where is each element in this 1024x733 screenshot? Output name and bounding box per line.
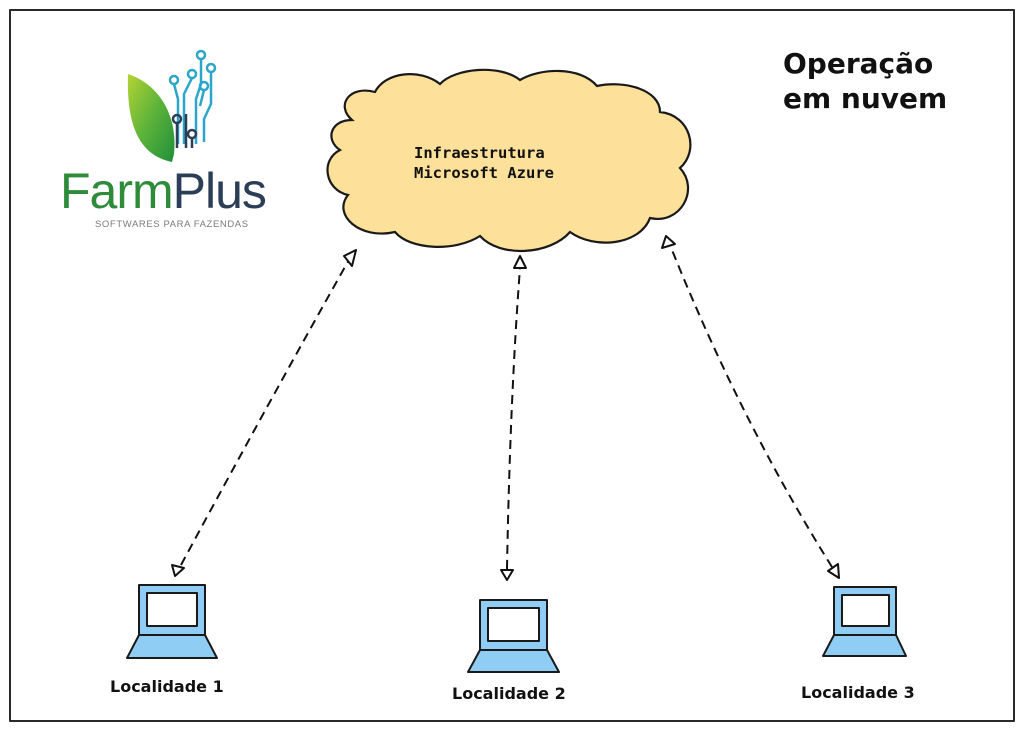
location-label-2: Localidade 2 xyxy=(452,684,566,703)
farmplus-logo: FarmPlus SOFTWARES PARA FAZENDAS xyxy=(38,44,310,238)
connection-line-3 xyxy=(669,244,833,568)
laptop-icon xyxy=(822,586,907,657)
logo-tagline: SOFTWARES PARA FAZENDAS xyxy=(95,219,249,230)
arrowhead-icon xyxy=(827,563,840,579)
location-label-3: Localidade 3 xyxy=(801,683,915,702)
connection-line-1 xyxy=(180,257,351,566)
logo-wordmark: FarmPlus xyxy=(60,163,267,219)
arrowhead-icon xyxy=(500,569,514,581)
leaf-circuit-icon xyxy=(127,49,217,162)
cloud-label-line-1: Infraestrutura xyxy=(414,144,545,162)
arrowhead-icon xyxy=(661,235,676,249)
arrowhead-icon xyxy=(171,564,185,577)
arrowhead-icon xyxy=(513,255,527,269)
connection-line-2 xyxy=(506,267,521,570)
cloud-label-line-2: Microsoft Azure xyxy=(414,164,554,182)
logo-brand-plus: Plus xyxy=(172,163,267,219)
arrowhead-icon xyxy=(343,249,357,267)
diagram-title: Operação em nuvem xyxy=(783,46,947,116)
title-line-2: em nuvem xyxy=(783,82,948,115)
cloud-label: Infraestrutura Microsoft Azure xyxy=(414,143,554,183)
location-label-1: Localidade 1 xyxy=(110,677,224,696)
laptop-icon xyxy=(126,584,218,659)
title-line-1: Operação xyxy=(783,47,934,80)
laptop-icon xyxy=(467,599,560,673)
logo-brand-farm: Farm xyxy=(60,163,174,219)
cloud-icon xyxy=(326,68,692,253)
